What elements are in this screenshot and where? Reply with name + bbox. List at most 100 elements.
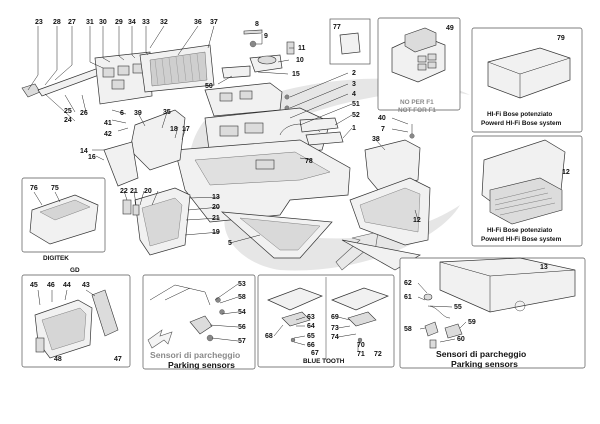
part-number: 7 [381, 126, 385, 133]
side-panel-group [349, 124, 431, 246]
part-number: 23 [35, 19, 43, 26]
part-number: 49 [446, 25, 454, 32]
inset-no-f1 [377, 17, 461, 111]
part-number: 56 [238, 324, 246, 331]
part-number: 79 [557, 35, 565, 42]
part-number: 13 [212, 194, 220, 201]
caption-parking-it-2: Sensori di parcheggio [436, 349, 526, 359]
caption-no-f1-it: NO PER F1 [400, 99, 434, 106]
part-number: 39 [134, 110, 142, 117]
part-number: 40 [378, 115, 386, 122]
part-number: 62 [404, 280, 412, 287]
part-number: 65 [307, 333, 315, 340]
part-number: 50 [205, 83, 213, 90]
part-number: 9 [264, 33, 268, 40]
part-number: 58 [238, 294, 246, 301]
part-number: 35 [163, 109, 171, 116]
inset-bose-top [471, 27, 583, 133]
part-number: 36 [194, 19, 202, 26]
left-panel-group [103, 109, 191, 256]
part-number: 11 [298, 45, 306, 52]
part-number: 26 [80, 110, 88, 117]
part-number: 20 [212, 204, 220, 211]
part-number: 16 [88, 154, 96, 161]
part-number: 60 [457, 336, 465, 343]
part-number: 46 [47, 282, 55, 289]
part-number: 64 [307, 323, 315, 330]
part-number: 12 [562, 169, 570, 176]
part-number: 77 [333, 24, 341, 31]
part-number: 29 [115, 19, 123, 26]
part-number: 38 [372, 136, 380, 143]
caption-gd: GD [70, 267, 80, 274]
part-number: 53 [238, 281, 246, 288]
part-number: 43 [82, 282, 90, 289]
part-number: 58 [404, 326, 412, 333]
part-number: 45 [30, 282, 38, 289]
part-number: 5 [228, 240, 232, 247]
caption-bluetooth: BLUE TOOTH [303, 358, 345, 365]
part-number: 19 [212, 229, 220, 236]
part-number: 42 [104, 131, 112, 138]
part-number: 4 [352, 91, 356, 98]
part-number: 30 [99, 19, 107, 26]
inset-gd [21, 274, 131, 368]
gear-housing-group [21, 29, 295, 105]
part-number: 37 [210, 19, 218, 26]
part-number: 24 [64, 117, 72, 124]
part-number: 52 [352, 112, 360, 119]
part-number: 10 [296, 57, 304, 64]
inset-bluetooth [257, 274, 395, 368]
part-number: 33 [142, 19, 150, 26]
captions: NO PER F1 NOT FOR F1 HI-Fi Bose potenzia… [43, 99, 562, 370]
part-number: 78 [305, 158, 313, 165]
part-number: 44 [63, 282, 71, 289]
part-number: 34 [128, 19, 136, 26]
caption-bose-it-2: HI-Fi Bose potenziato [487, 227, 552, 234]
part-number: 32 [160, 19, 168, 26]
inset-parking-left [142, 274, 256, 370]
part-number: 21 [212, 215, 220, 222]
leader-lines [27, 25, 419, 244]
caption-parking-en-1: Parking sensors [168, 360, 235, 370]
part-number: 74 [331, 334, 339, 341]
part-number: 14 [80, 148, 88, 155]
part-number: 54 [238, 309, 246, 316]
caption-bose-en-2: Powerd HI-Fi Bose system [481, 236, 562, 243]
part-number: 3 [352, 81, 356, 88]
part-number: 75 [51, 185, 59, 192]
part-number-labels: 23 28 27 31 30 29 34 33 32 36 37 8 9 11 … [30, 19, 570, 363]
caption-parking-en-2: Parking sensors [451, 359, 518, 369]
part-number: 8 [255, 21, 259, 28]
part-number: 47 [114, 356, 122, 363]
part-number: 6 [120, 110, 124, 117]
part-number: 51 [352, 101, 360, 108]
part-number: 57 [238, 338, 246, 345]
part-number: 63 [307, 314, 315, 321]
part-number: 12 [413, 217, 421, 224]
part-number: 71 [357, 351, 365, 358]
part-number: 22 [120, 188, 128, 195]
inset-bose-bottom [471, 135, 583, 247]
part-number: 59 [468, 319, 476, 326]
inset-77 [329, 18, 371, 65]
inset-parking-right [399, 257, 586, 369]
caption-digitek: DIGITEK [43, 255, 69, 262]
inset-digitek [21, 177, 106, 253]
part-number: 17 [182, 126, 190, 133]
part-number: 2 [352, 70, 356, 77]
part-number: 72 [374, 351, 382, 358]
caption-bose-en-1: Powerd HI-Fi Bose system [481, 120, 562, 127]
part-number: 1 [352, 125, 356, 132]
part-number: 13 [540, 264, 548, 271]
part-number: 68 [265, 333, 273, 340]
part-number: 70 [357, 342, 365, 349]
part-number: 73 [331, 325, 339, 332]
part-number: 67 [311, 350, 319, 357]
part-number: 15 [292, 71, 300, 78]
part-number: 69 [331, 314, 339, 321]
part-number: 27 [68, 19, 76, 26]
caption-no-f1-en: NOT FOR F1 [398, 107, 436, 114]
part-number: 66 [307, 342, 315, 349]
